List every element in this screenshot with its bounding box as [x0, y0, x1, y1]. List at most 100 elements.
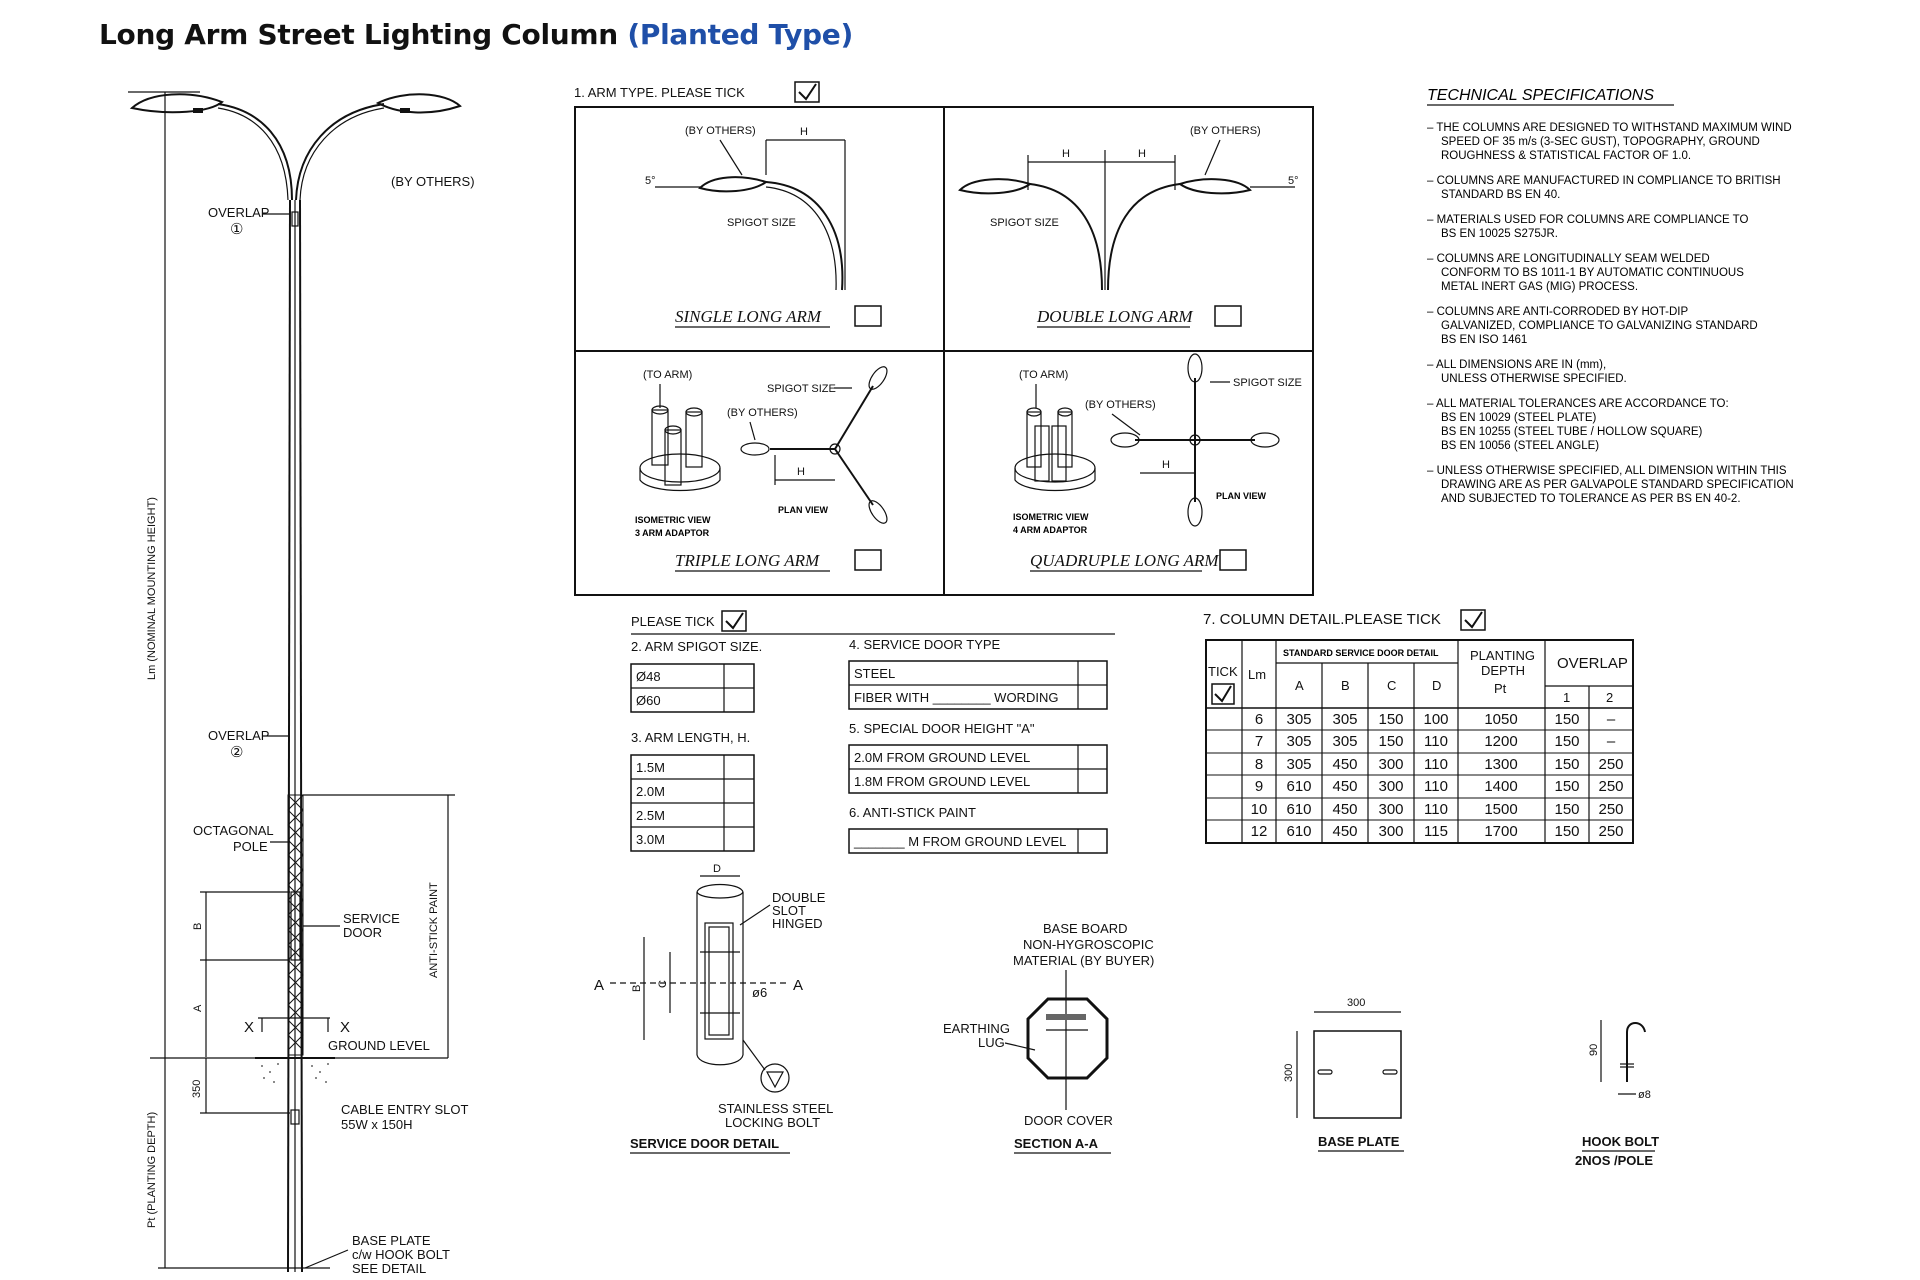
triple-iso-view: ISOMETRIC VIEW — [635, 515, 711, 525]
arm-type-tick-box[interactable] — [794, 81, 820, 103]
quad-adaptor: 4 ARM ADAPTOR — [1013, 525, 1088, 535]
table-cell: 450 — [1332, 756, 1357, 773]
triple-adaptor-iso — [639, 405, 721, 492]
door-label: DOOR — [343, 925, 382, 940]
spec-line: UNLESS OTHERWISE SPECIFIED. — [1441, 373, 1627, 385]
table-cell: 1050 — [1484, 711, 1517, 728]
table-cell: 300 — [1378, 823, 1403, 840]
door-height-check-2[interactable] — [1080, 771, 1105, 791]
table-cell: 250 — [1598, 756, 1623, 773]
double-spigot: SPIGOT SIZE — [990, 217, 1059, 229]
sd-bolt-triangle — [766, 1071, 784, 1089]
please-tick-box[interactable] — [721, 610, 747, 632]
sec-base-2: NON-HYGROSCOPIC — [1023, 937, 1154, 952]
spigot-option-48: Ø48 — [636, 669, 661, 684]
title-main: Long Arm Street Lighting Column — [99, 18, 618, 51]
table-cell: 1700 — [1484, 823, 1517, 840]
hb-title-2: 2NOS /POLE — [1575, 1153, 1653, 1168]
hb-title-1: HOOK BOLT — [1582, 1134, 1659, 1149]
sd-bolt-1: STAINLESS STEEL — [718, 1101, 833, 1116]
table-cell: 150 — [1554, 801, 1579, 818]
spec-line: AND SUBJECTED TO TOLERANCE AS PER BS EN … — [1441, 493, 1741, 505]
door-height-heading: 5. SPECIAL DOOR HEIGHT "A" — [849, 721, 1035, 736]
overlap2-label: OVERLAP — [208, 728, 269, 743]
table-cell: 115 — [1424, 823, 1448, 840]
sd-c: C — [657, 980, 669, 988]
octagonal-label: OCTAGONAL — [193, 823, 274, 838]
table-cell: 7 — [1255, 733, 1263, 750]
spigot-check-60[interactable] — [726, 690, 752, 710]
col-group-header: STANDARD SERVICE DOOR DETAIL — [1283, 648, 1439, 658]
specs-list: – THE COLUMNS ARE DESIGNED TO WITHSTAND … — [1427, 122, 1794, 505]
paint-check[interactable] — [1080, 831, 1105, 851]
quad-checkbox[interactable] — [1219, 549, 1247, 571]
spec-line: CONFORM TO BS 1011-1 BY AUTOMATIC CONTIN… — [1441, 267, 1744, 279]
table-cell: 450 — [1332, 823, 1357, 840]
length-check-4[interactable] — [726, 829, 752, 849]
right-arm-inner — [299, 107, 385, 201]
sd-tube-top2 — [696, 891, 744, 899]
col-planting-3: Pt — [1494, 681, 1507, 696]
single-checkbox[interactable] — [854, 305, 882, 327]
door-height-check-1[interactable] — [1080, 747, 1105, 767]
hook-bolt-detail: 90 ø8 HOOK BOLT 2NOS /POLE — [1575, 1020, 1659, 1168]
double-right-lantern — [1177, 178, 1252, 195]
spec-line: – COLUMNS ARE LONGITUDINALLY SEAM WELDED — [1427, 253, 1710, 265]
left-lantern — [129, 93, 224, 114]
single-arm-panel: (BY OTHERS) H 5° SPIGOT SIZE SINGLE LONG… — [645, 125, 882, 328]
triple-plan — [740, 366, 888, 524]
double-label: DOUBLE LONG ARM — [1036, 307, 1193, 326]
column-detail-tick — [1464, 611, 1483, 629]
options-section: PLEASE TICK 2. ARM SPIGOT SIZE. Ø48 Ø60 … — [630, 610, 1115, 854]
column-detail-section: 7. COLUMN DETAIL.PLEASE TICK TICK Lm ST — [1203, 609, 1634, 844]
specs-heading: TECHNICAL SPECIFICATIONS — [1427, 87, 1654, 104]
sd-tube-top — [696, 883, 744, 893]
double-5deg: 5° — [1288, 175, 1299, 187]
spec-line: – COLUMNS ARE MANUFACTURED IN COMPLIANCE… — [1427, 175, 1781, 187]
column-detail-tick-box[interactable] — [1460, 609, 1486, 631]
table-cell: 305 — [1332, 711, 1357, 728]
service-door-detail: D DOUBLE SLOT HINGED A A B C ø6 STAINLES… — [594, 863, 833, 1154]
door-type-heading: 4. SERVICE DOOR TYPE — [849, 637, 1001, 652]
table-cell: 300 — [1378, 756, 1403, 773]
table-cell: 1300 — [1484, 756, 1517, 773]
triple-h: H — [797, 466, 805, 478]
spec-line: – THE COLUMNS ARE DESIGNED TO WITHSTAND … — [1427, 122, 1792, 134]
sd-bolt-leader — [742, 1039, 766, 1071]
table-cell: 250 — [1598, 823, 1623, 840]
door-type-check-1[interactable] — [1080, 663, 1105, 683]
single-lantern — [698, 176, 769, 193]
table-cell: 110 — [1424, 756, 1448, 773]
triple-to-arm: (TO ARM) — [643, 369, 692, 381]
sec-title: SECTION A-A — [1014, 1136, 1099, 1151]
spec-line: METAL INERT GAS (MIG) PROCESS. — [1441, 281, 1638, 293]
spec-line: BS EN 10025 S275JR. — [1441, 228, 1558, 240]
single-label: SINGLE LONG ARM — [675, 307, 822, 326]
triple-checkbox[interactable] — [854, 549, 882, 571]
table-cell: – — [1607, 733, 1616, 750]
length-check-3[interactable] — [726, 805, 752, 825]
length-check-2[interactable] — [726, 781, 752, 801]
table-cell: 610 — [1286, 823, 1311, 840]
length-check-1[interactable] — [726, 757, 752, 777]
col-tick-box[interactable] — [1211, 683, 1235, 705]
spigot-check-48[interactable] — [726, 666, 752, 686]
sec-base-1: BASE BOARD — [1043, 921, 1128, 936]
cable-slot-mark — [290, 1109, 300, 1125]
double-checkbox[interactable] — [1214, 305, 1242, 327]
anti-stick-label: ANTI-STICK PAINT — [428, 882, 440, 978]
spec-line: – ALL MATERIAL TOLERANCES ARE ACCORDANCE… — [1427, 398, 1729, 410]
spigot-option-60: Ø60 — [636, 693, 661, 708]
triple-adaptor: 3 ARM ADAPTOR — [635, 528, 710, 538]
length-option-2: 2.0M — [636, 784, 665, 799]
table-cell: 150 — [1554, 756, 1579, 773]
table-cell: 150 — [1554, 733, 1579, 750]
triple-label: TRIPLE LONG ARM — [675, 551, 820, 570]
door-type-check-2[interactable] — [1080, 687, 1105, 707]
right-lantern-cap — [400, 108, 410, 113]
sd-bolt-symbol — [760, 1063, 790, 1093]
table-cell: 250 — [1598, 801, 1623, 818]
length-option-1: 1.5M — [636, 760, 665, 775]
x-right: X — [340, 1019, 350, 1036]
